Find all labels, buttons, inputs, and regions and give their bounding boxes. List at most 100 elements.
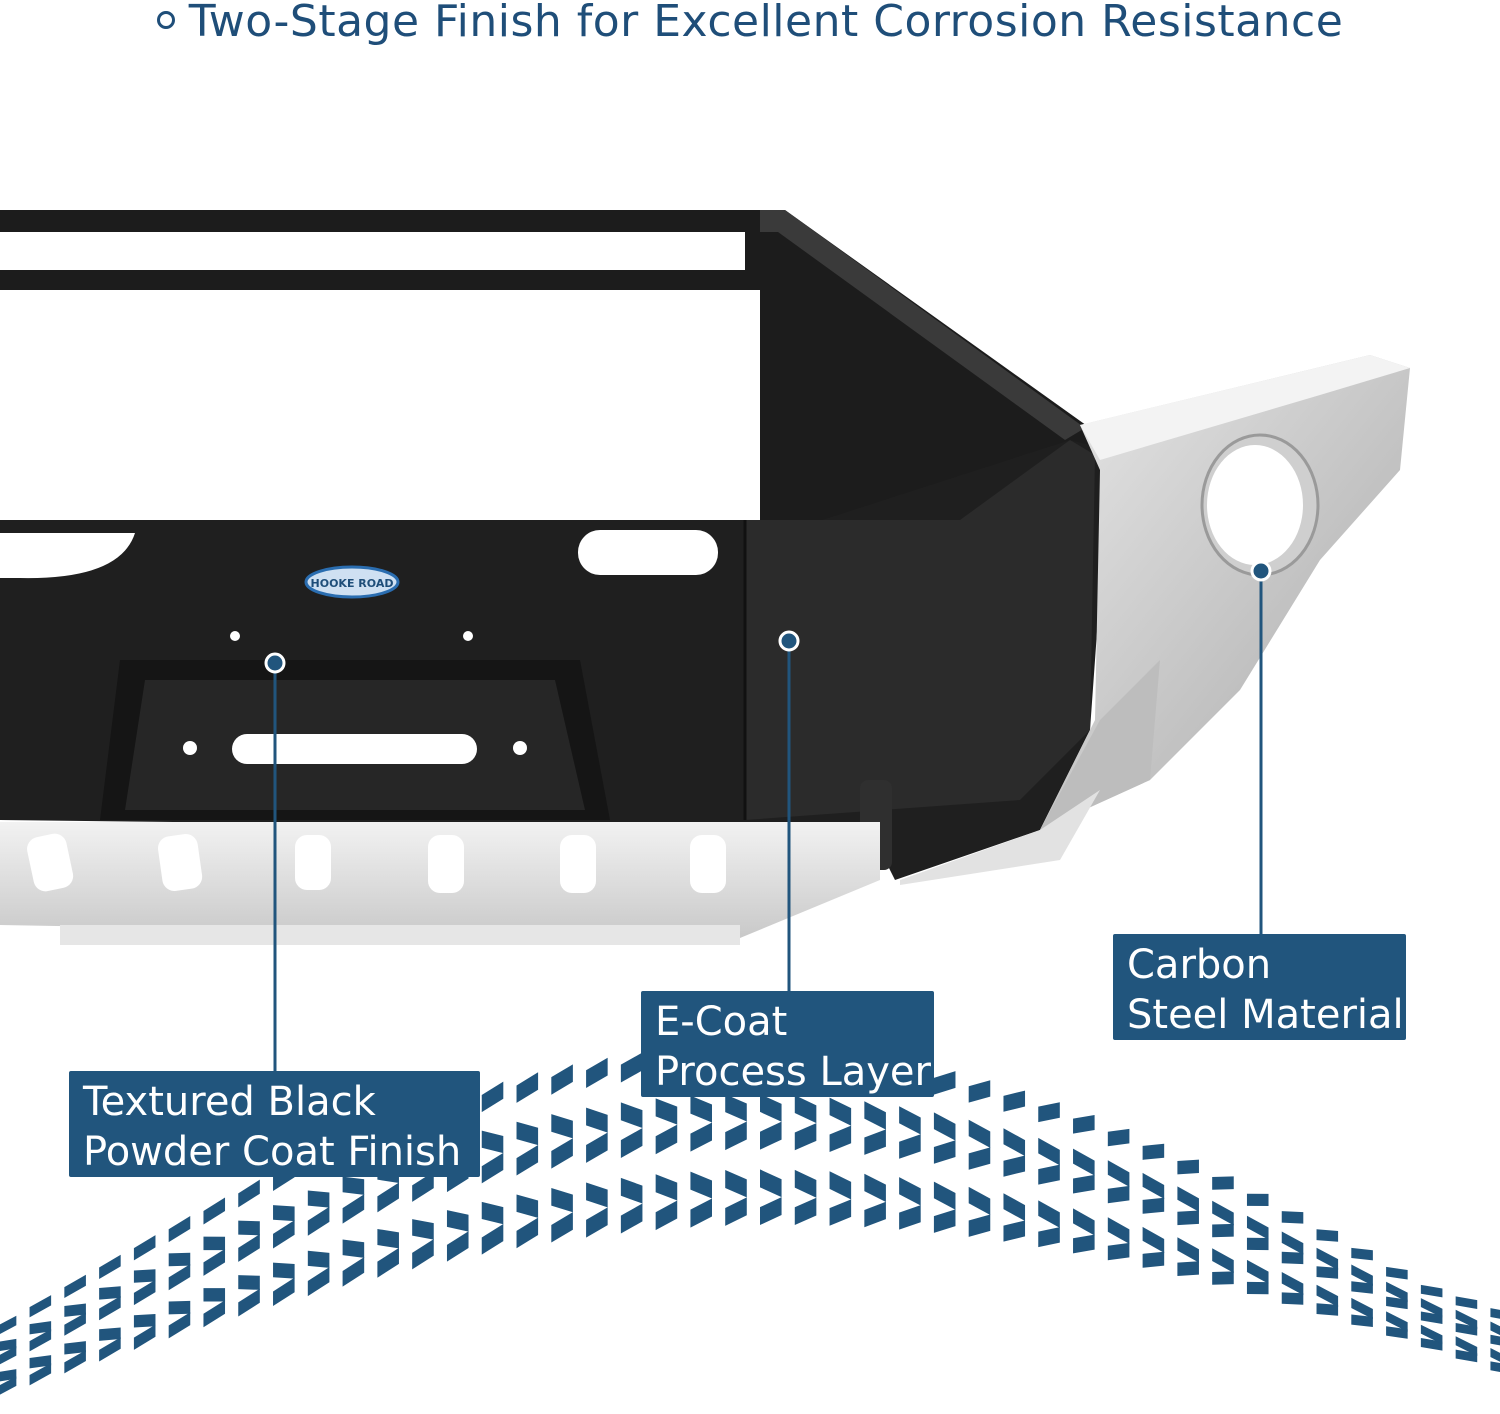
tread-mark bbox=[238, 1288, 260, 1317]
tread-mark bbox=[794, 1169, 817, 1198]
callout-line1: E-Coat bbox=[655, 999, 788, 1045]
tread-mark bbox=[481, 1081, 504, 1113]
tread-mark bbox=[829, 1199, 852, 1226]
tread-mark bbox=[0, 1346, 17, 1365]
tread-mark bbox=[725, 1170, 747, 1198]
tread-mark bbox=[794, 1197, 817, 1225]
tread-mark bbox=[551, 1212, 573, 1243]
tread-mark bbox=[968, 1119, 991, 1148]
tread-mark bbox=[1420, 1298, 1443, 1318]
tread-mark bbox=[0, 1369, 17, 1382]
tread-mark bbox=[1386, 1296, 1408, 1310]
tread-mark bbox=[760, 1169, 782, 1198]
callout-pointers bbox=[264, 560, 1272, 1072]
pointer-dot-icon bbox=[264, 652, 286, 674]
tread-mark bbox=[620, 1052, 643, 1083]
tread-mark bbox=[655, 1200, 678, 1231]
callout-line2: Steel Material bbox=[1127, 992, 1404, 1038]
tread-mark bbox=[1038, 1200, 1060, 1228]
tread-mark bbox=[446, 1210, 469, 1232]
tread-mark bbox=[273, 1262, 295, 1279]
tread-mark bbox=[620, 1102, 643, 1129]
tread-mark bbox=[342, 1194, 365, 1224]
tread-mark bbox=[1003, 1193, 1026, 1222]
tread-mark bbox=[412, 1219, 434, 1240]
tread-mark bbox=[1142, 1251, 1165, 1268]
tread-mark bbox=[899, 1177, 921, 1206]
skid-plate bbox=[0, 822, 880, 945]
tread-mark bbox=[0, 1376, 17, 1395]
tread-mark bbox=[933, 1112, 956, 1141]
tread-mark bbox=[168, 1300, 191, 1315]
tread-mark bbox=[1003, 1220, 1026, 1242]
tread-mark bbox=[342, 1257, 365, 1287]
tread-mark bbox=[1246, 1215, 1269, 1240]
tread-mark bbox=[829, 1171, 852, 1200]
tread-mark bbox=[1246, 1281, 1269, 1295]
tread-mark bbox=[1316, 1229, 1339, 1242]
tread-mark bbox=[1142, 1172, 1165, 1199]
tread-mark bbox=[1177, 1159, 1199, 1175]
tread-mark bbox=[64, 1303, 86, 1317]
tread-mark bbox=[655, 1098, 678, 1125]
tread-mark bbox=[29, 1363, 52, 1386]
tread-mark bbox=[168, 1215, 191, 1243]
tread-mark bbox=[481, 1224, 504, 1255]
tread-mark bbox=[1281, 1231, 1304, 1255]
tread-mark bbox=[1490, 1361, 1500, 1372]
tread-mark bbox=[1073, 1174, 1095, 1194]
tread-mark bbox=[516, 1217, 539, 1249]
tread-mark bbox=[1003, 1155, 1026, 1177]
tread-mark bbox=[899, 1106, 921, 1135]
tread-mark bbox=[1351, 1281, 1373, 1294]
tread-mark bbox=[1003, 1090, 1026, 1112]
tread-mark bbox=[1177, 1210, 1199, 1226]
tread-mark bbox=[1281, 1211, 1304, 1224]
tread-mark bbox=[1038, 1102, 1060, 1123]
tire-track-decoration bbox=[0, 1045, 1500, 1395]
tread-mark bbox=[377, 1228, 399, 1249]
tread-mark bbox=[586, 1182, 608, 1208]
tread-mark bbox=[516, 1072, 539, 1103]
tread-mark bbox=[551, 1187, 573, 1213]
callout-carbon-steel: Carbon Steel Material bbox=[1113, 934, 1406, 1040]
tread-mark bbox=[1177, 1186, 1199, 1212]
tread-mark bbox=[1038, 1164, 1060, 1185]
tread-mark bbox=[1316, 1247, 1339, 1270]
tread-mark bbox=[1177, 1261, 1199, 1276]
tread-mark bbox=[203, 1197, 226, 1225]
tread-mark bbox=[412, 1171, 434, 1202]
tread-mark bbox=[64, 1341, 86, 1355]
tread-mark bbox=[307, 1206, 330, 1236]
callout-line2: Process Layer bbox=[655, 1049, 931, 1095]
tread-mark bbox=[760, 1197, 782, 1226]
tread-mark bbox=[64, 1274, 86, 1299]
tread-mark bbox=[307, 1190, 330, 1208]
tread-mark bbox=[1212, 1248, 1234, 1273]
tread-mark bbox=[586, 1057, 608, 1088]
tread-mark bbox=[1212, 1176, 1234, 1190]
heading-text: Two-Stage Finish for Excellent Corrosion… bbox=[188, 0, 1344, 47]
tread-mark bbox=[1107, 1242, 1130, 1261]
tread-mark bbox=[29, 1321, 52, 1335]
bumper-wing bbox=[900, 355, 1410, 885]
callout-powder-coat: Textured Black Powder Coat Finish bbox=[69, 1071, 480, 1177]
tread-mark bbox=[864, 1201, 886, 1228]
tread-mark bbox=[133, 1235, 156, 1261]
tread-mark bbox=[307, 1267, 330, 1297]
tread-mark bbox=[1142, 1197, 1165, 1214]
tread-mark bbox=[1142, 1226, 1165, 1253]
tread-mark bbox=[1281, 1272, 1304, 1296]
tread-mark bbox=[273, 1205, 295, 1222]
tread-mark bbox=[29, 1329, 52, 1352]
tread-mark bbox=[203, 1300, 226, 1328]
tread-mark bbox=[933, 1209, 956, 1233]
tread-mark bbox=[377, 1182, 399, 1213]
tread-mark bbox=[725, 1197, 747, 1226]
tread-mark bbox=[99, 1295, 121, 1321]
tread-mark bbox=[1246, 1237, 1269, 1251]
tread-mark bbox=[1177, 1237, 1199, 1263]
tread-mark bbox=[551, 1114, 573, 1139]
tread-mark bbox=[899, 1134, 921, 1159]
